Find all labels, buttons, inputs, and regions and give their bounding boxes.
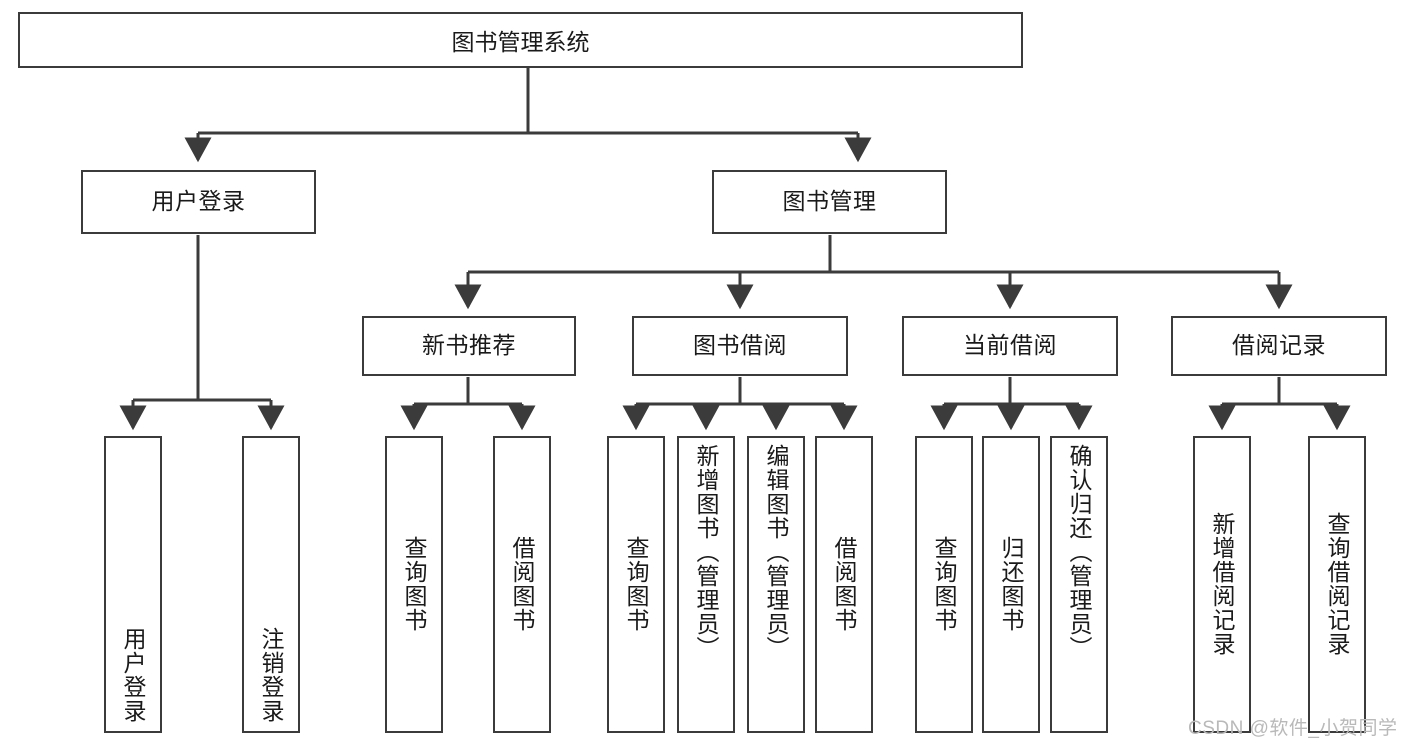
node-book-borrow[interactable]: 图书借阅: [632, 316, 848, 376]
node-user-login[interactable]: 用户登录: [81, 170, 316, 234]
node-root-system[interactable]: 图书管理系统: [18, 12, 1023, 68]
node-label: 新增借阅记录: [1209, 511, 1236, 656]
node-label: 查询图书: [931, 535, 958, 632]
leaf-borrow-add-book-admin[interactable]: 新增图书（管理员）: [677, 436, 735, 733]
node-borrow-record[interactable]: 借阅记录: [1171, 316, 1387, 376]
node-label: 用户登录: [120, 627, 147, 723]
node-label: 确认归还（管理员）: [1066, 444, 1093, 660]
leaf-borrow-edit-book-admin[interactable]: 编辑图书（管理员）: [747, 436, 805, 733]
node-label: 图书管理: [782, 188, 877, 215]
node-book-management[interactable]: 图书管理: [712, 170, 947, 234]
leaf-current-return-book[interactable]: 归还图书: [982, 436, 1040, 733]
leaf-recommend-query-book[interactable]: 查询图书: [385, 436, 443, 733]
node-label: 编辑图书（管理员）: [763, 444, 790, 660]
node-label: 图书管理系统: [451, 29, 590, 55]
leaf-recommend-borrow-book[interactable]: 借阅图书: [493, 436, 551, 733]
node-label: 借阅图书: [509, 535, 536, 632]
node-label: 借阅记录: [1232, 332, 1326, 359]
node-label: 用户登录: [151, 188, 246, 215]
leaf-current-confirm-return-admin[interactable]: 确认归还（管理员）: [1050, 436, 1108, 733]
leaf-borrow-borrow-book[interactable]: 借阅图书: [815, 436, 873, 733]
leaf-current-query-book[interactable]: 查询图书: [915, 436, 973, 733]
node-label: 查询图书: [623, 535, 650, 632]
node-label: 注销登录: [258, 627, 285, 723]
leaf-user-login-logout[interactable]: 注销登录: [242, 436, 300, 733]
node-label: 新书推荐: [422, 332, 516, 359]
leaf-record-add-record[interactable]: 新增借阅记录: [1193, 436, 1251, 733]
leaf-record-query-record[interactable]: 查询借阅记录: [1308, 436, 1366, 733]
leaf-user-login-login[interactable]: 用户登录: [104, 436, 162, 733]
node-current-borrow[interactable]: 当前借阅: [902, 316, 1118, 376]
node-label: 查询图书: [401, 535, 428, 632]
node-label: 当前借阅: [963, 332, 1057, 359]
node-new-book-recommend[interactable]: 新书推荐: [362, 316, 576, 376]
leaf-borrow-query-book[interactable]: 查询图书: [607, 436, 665, 733]
node-label: 新增图书（管理员）: [693, 444, 720, 660]
node-label: 查询借阅记录: [1324, 511, 1351, 656]
node-label: 借阅图书: [831, 535, 858, 632]
node-label: 归还图书: [998, 535, 1025, 632]
node-label: 图书借阅: [693, 332, 787, 359]
